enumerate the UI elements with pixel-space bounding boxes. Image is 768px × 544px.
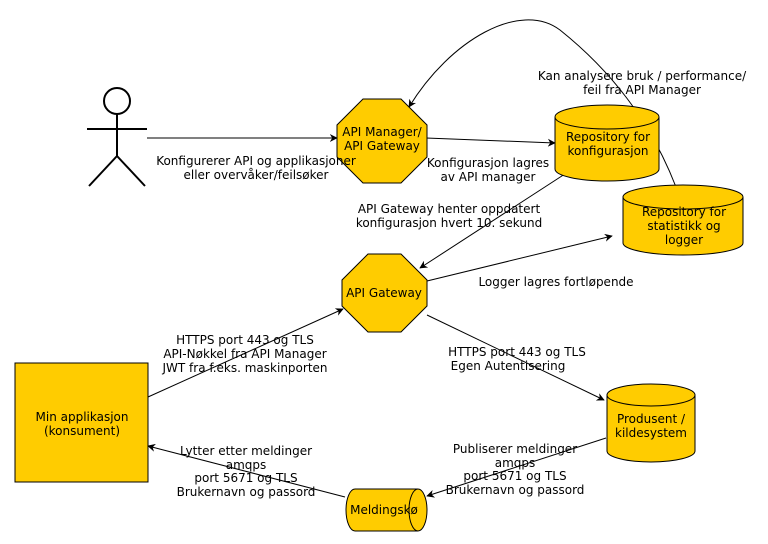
edge-gateway-to-produsent <box>426 314 605 401</box>
label-line: API Manager/ <box>342 125 422 139</box>
label-line: (konsument) <box>44 424 120 438</box>
label-line: Repository for <box>642 205 726 219</box>
edge-queue-to-app <box>147 443 346 498</box>
label-line: av API manager <box>440 170 535 184</box>
label-line: API Gateway henter oppdatert <box>358 202 541 216</box>
label-line: kildesystem <box>615 426 687 440</box>
label-line: Min applikasjon <box>36 410 129 424</box>
label-line: HTTPS port 443 og TLS <box>176 333 314 347</box>
label-line: konfigurasjon hvert 10. sekund <box>356 216 542 230</box>
label-line: Konfigurasjon lagres <box>427 156 549 170</box>
label-line: JWT fra f.eks. maskinporten <box>161 361 327 375</box>
label-line: Publiserer meldinger <box>453 442 577 456</box>
edge-label-stats-to-manager: Kan analysere bruk / performance/ feil f… <box>538 69 747 97</box>
label-line: port 5671 og TLS <box>194 471 297 485</box>
label-line: feil fra API Manager <box>583 83 701 97</box>
label-line: Kan analysere bruk / performance/ <box>538 69 747 83</box>
edge-manager-to-config <box>425 137 556 147</box>
label-line: API-Nøkkel fra API Manager <box>163 347 326 361</box>
label-line: HTTPS port 443 og TLS <box>448 345 586 359</box>
label-line: Lytter etter meldinger <box>180 444 312 458</box>
label-line: logger <box>665 233 703 247</box>
label-line: konfigurasjon <box>567 144 648 158</box>
label-line: amqps <box>226 458 267 472</box>
edge-app-to-gateway <box>147 308 344 398</box>
node-repo-stats[interactable]: Repository for statistikk og logger <box>622 184 744 256</box>
label-line: Repository for <box>566 130 650 144</box>
label-line: Produsent / <box>617 412 686 426</box>
edge-label-config-to-gateway: API Gateway henter oppdatert konfigurasj… <box>356 202 542 230</box>
label-line: amqps <box>495 456 536 470</box>
edge-gateway-to-stats <box>426 233 613 282</box>
label-line: statistikk og <box>647 219 720 233</box>
node-api-gateway[interactable]: API Gateway <box>341 253 428 333</box>
label-line: Egen Autentisering <box>451 359 566 373</box>
label-line: Konfigurerer API og applikasjoner <box>156 154 356 168</box>
edge-label-produsent-to-queue: Publiserer meldinger amqps port 5671 og … <box>446 442 585 497</box>
edge-label-app-to-gateway: HTTPS port 443 og TLS API-Nøkkel fra API… <box>161 333 327 375</box>
edge-label-actor-to-manager: Konfigurerer API og applikasjoner eller … <box>156 154 356 182</box>
label-line: Brukernavn og passord <box>177 485 316 499</box>
label-line: Brukernavn og passord <box>446 483 585 497</box>
node-meldingsko[interactable]: Meldingskø <box>345 488 428 532</box>
label-line: API Gateway <box>344 139 420 153</box>
edge-label-gateway-to-stats: Logger lagres fortløpende <box>478 275 633 289</box>
edge-label-gateway-to-produsent: HTTPS port 443 og TLS Egen Autentisering <box>448 345 586 373</box>
node-repo-config[interactable]: Repository for konfigurasjon <box>554 104 660 182</box>
label-line: port 5671 og TLS <box>463 469 566 483</box>
edge-label-manager-to-config: Konfigurasjon lagres av API manager <box>427 156 549 184</box>
label-line: Logger lagres fortløpende <box>478 275 633 289</box>
label-line: eller overvåker/feilsøker <box>184 168 329 182</box>
edge-config-to-gateway <box>419 171 569 269</box>
edge-produsent-to-queue <box>426 437 607 498</box>
stick-figure-icon <box>87 87 147 187</box>
label-line: API Gateway <box>346 286 422 300</box>
edge-label-queue-to-app: Lytter etter meldinger amqps port 5671 o… <box>177 444 316 499</box>
label-line: Meldingskø <box>350 503 418 517</box>
node-api-manager[interactable]: API Manager/ API Gateway <box>336 98 428 184</box>
node-produsent[interactable]: Produsent / kildesystem <box>606 383 696 463</box>
node-min-app[interactable]: Min applikasjon (konsument) <box>14 362 149 483</box>
